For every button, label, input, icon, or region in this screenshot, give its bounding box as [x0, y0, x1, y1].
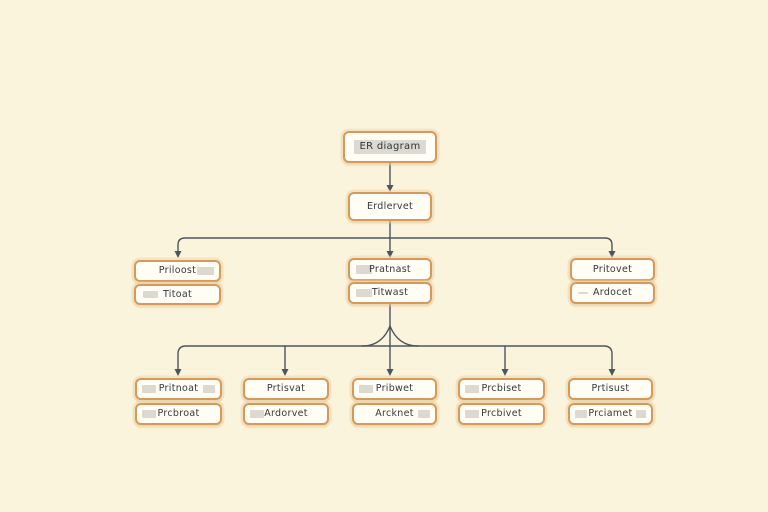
- arrow-down-icon: [386, 369, 394, 376]
- text-highlight: [250, 410, 264, 418]
- node-leaf-1-top: Pritnoat: [135, 378, 222, 400]
- node-label: Pratnast: [369, 263, 411, 275]
- node-leaf-5-bottom: Prciamet: [568, 403, 653, 425]
- text-highlight: [575, 410, 587, 418]
- node-leaf-3-bottom: Arcknet: [352, 403, 437, 425]
- arrow-down-icon: [281, 369, 289, 376]
- node-label: Titwast: [371, 287, 409, 299]
- node-branch-3-bottom: Ardocet: [570, 282, 655, 304]
- node-root-label: Erdlervet: [366, 200, 414, 212]
- text-highlight: [197, 267, 214, 275]
- arrow-down-icon: [608, 369, 616, 376]
- node-leaf-4-bottom: Prcbivet: [458, 403, 545, 425]
- arrow-down-icon: [174, 369, 182, 376]
- text-highlight: [418, 410, 430, 418]
- node-branch-2-top: Pratnast: [348, 258, 432, 281]
- node-label: Pritnoat: [158, 383, 199, 395]
- text-highlight: [465, 410, 479, 418]
- node-label: Prcbiset: [481, 383, 522, 395]
- arrowheads: [174, 185, 616, 376]
- node-title-label: ER diagram: [359, 141, 421, 152]
- node-label: Pritovet: [592, 263, 633, 275]
- text-highlight: [354, 140, 426, 154]
- text-highlight: [142, 385, 156, 393]
- node-label: Prtisvat: [266, 383, 306, 395]
- node-label: Prtisust: [591, 383, 630, 395]
- node-label: Prcbivet: [481, 408, 522, 420]
- text-highlight: [143, 291, 158, 298]
- arrow-down-icon: [501, 369, 509, 376]
- text-highlight: [359, 385, 373, 393]
- arrow-down-icon: [608, 251, 616, 258]
- text-highlight: [203, 385, 215, 393]
- text-highlight: [465, 385, 479, 393]
- node-leaf-1-bottom: Prcbroat: [135, 403, 222, 425]
- text-highlight: [356, 289, 372, 297]
- node-label: Ardocet: [593, 287, 632, 299]
- node-title: ER diagram: [343, 131, 437, 163]
- node-leaf-2-bottom: Ardorvet: [243, 403, 329, 425]
- node-label: Arcknet: [375, 408, 414, 420]
- node-branch-1-top: Priloost: [134, 260, 221, 282]
- node-label: Prciamet: [588, 408, 633, 420]
- node-leaf-5-top: Prtisust: [568, 378, 653, 400]
- text-highlight: [356, 265, 372, 274]
- arrow-down-icon: [386, 185, 394, 192]
- node-branch-1-bottom: Titoat: [134, 284, 221, 305]
- arrow-down-icon: [386, 251, 394, 258]
- node-branch-2-bottom: Titwast: [348, 282, 432, 304]
- node-label: Titoat: [162, 288, 193, 300]
- node-branch-3-top: Pritovet: [570, 258, 655, 281]
- node-leaf-3-top: Pribwet: [352, 378, 437, 400]
- node-label: Ardorvet: [264, 408, 308, 420]
- node-leaf-4-top: Prcbiset: [458, 378, 545, 400]
- node-label: Prcbroat: [157, 408, 200, 420]
- node-root: Erdlervet: [348, 192, 432, 221]
- connector-fork-left: [361, 325, 391, 347]
- node-leaf-2-top: Prtisvat: [243, 378, 329, 400]
- connector-fork-right: [389, 325, 419, 347]
- connector-branch-bus: [177, 237, 613, 253]
- text-highlight: [142, 410, 156, 418]
- node-label: Pribwet: [375, 383, 414, 395]
- node-label: Priloost: [158, 265, 197, 277]
- text-highlight: [636, 410, 646, 418]
- connector-leaf-bus: [177, 345, 613, 370]
- text-highlight: [578, 292, 588, 294]
- arrow-down-icon: [174, 251, 182, 258]
